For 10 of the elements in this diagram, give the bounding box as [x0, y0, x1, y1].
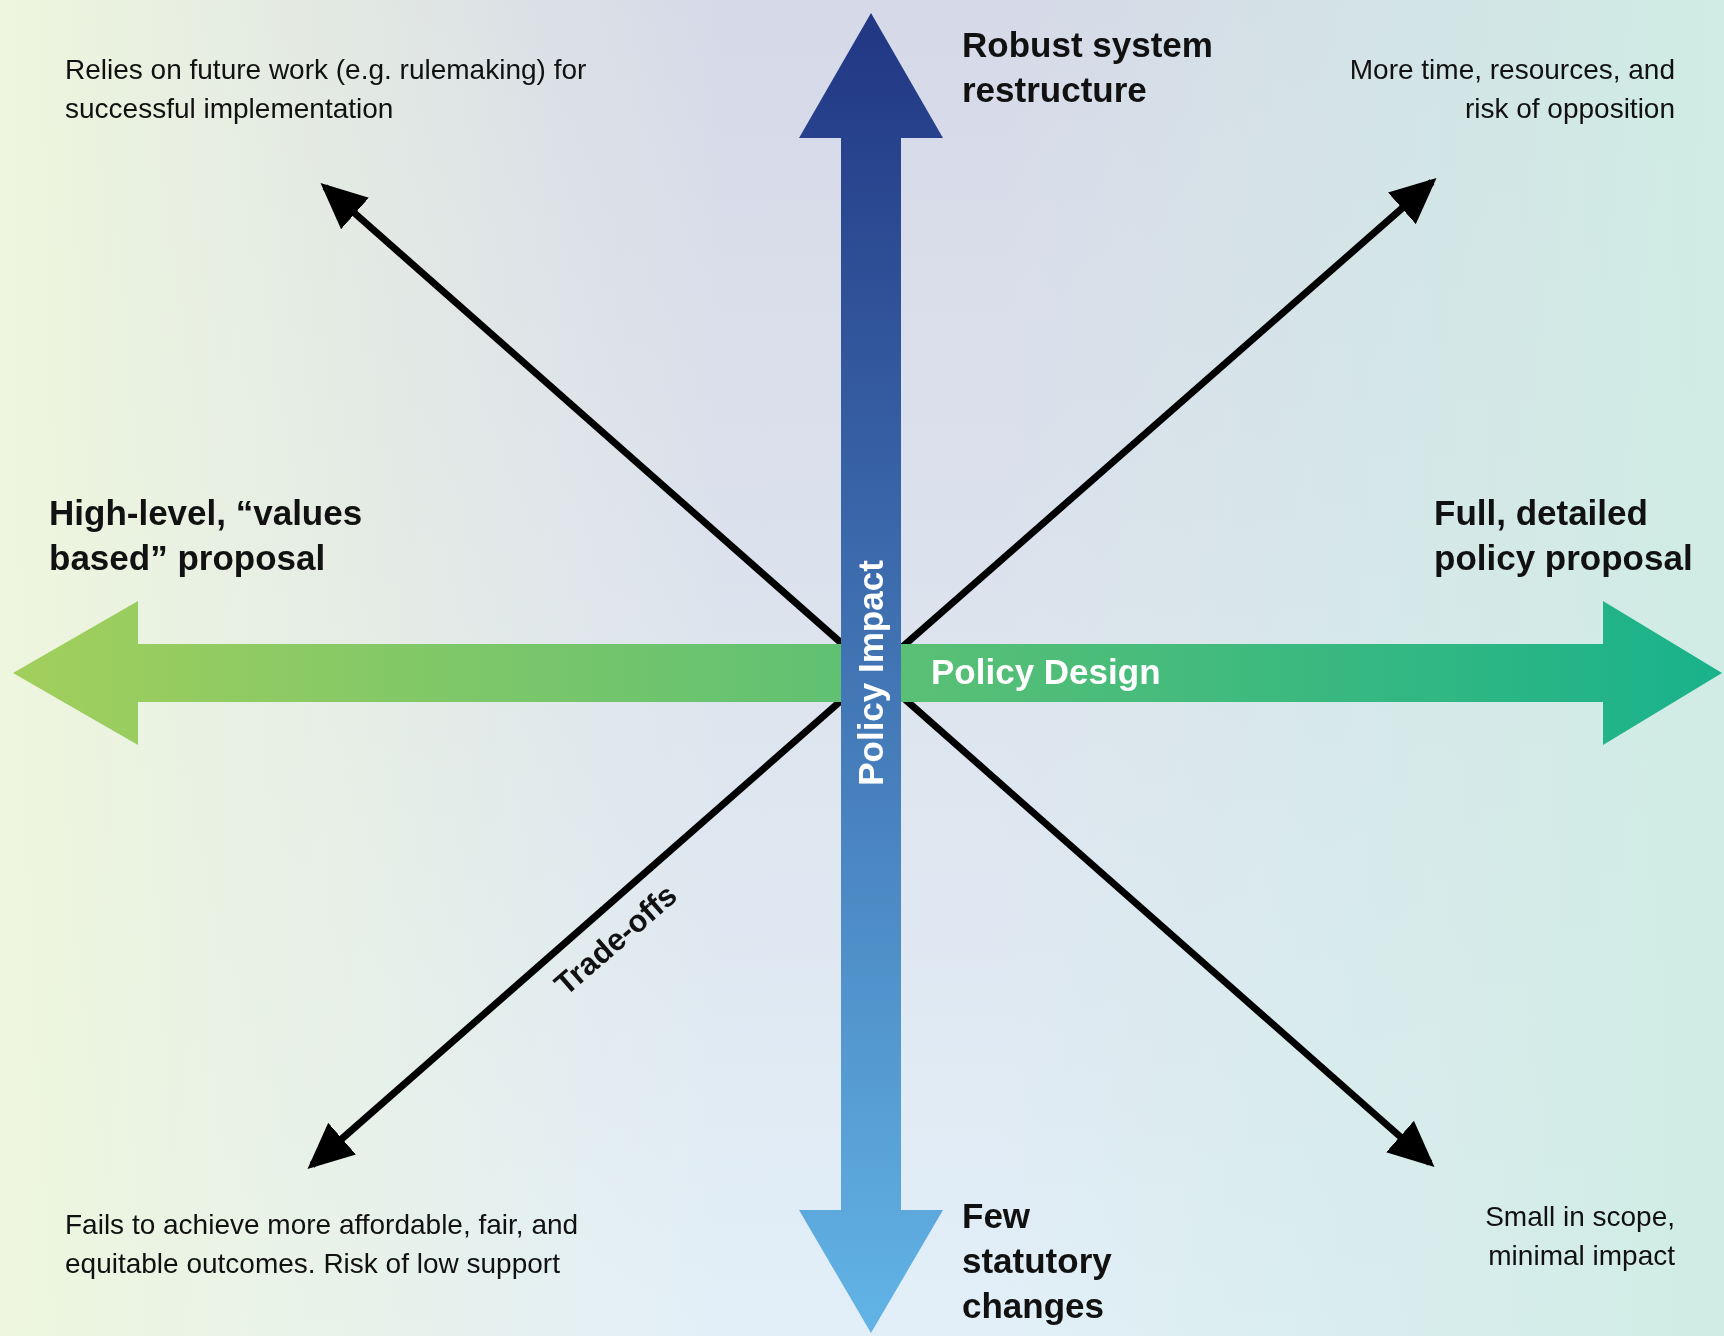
axis-end-label: Few statutory changes	[962, 1195, 1113, 1327]
axis-end-label: Full, detailed policy proposal	[1434, 492, 1694, 579]
corner-note: Small in scope, minimal impact	[1420, 1197, 1675, 1275]
axis-end-label: High-level, “values based” proposal	[49, 492, 364, 579]
axis-title: Policy Design	[931, 652, 1161, 692]
corner-note: More time, resources, and risk of opposition	[1330, 50, 1675, 128]
corner-note: Fails to achieve more affordable, fair, and equitable outcomes. Risk of low support	[65, 1205, 585, 1283]
corner-note: Relies on future work (e.g. rulemaking) for successful implementation	[65, 50, 665, 128]
axis-end-label: Robust system restructure	[962, 24, 1214, 111]
axis-title: Policy Impact	[851, 560, 891, 786]
